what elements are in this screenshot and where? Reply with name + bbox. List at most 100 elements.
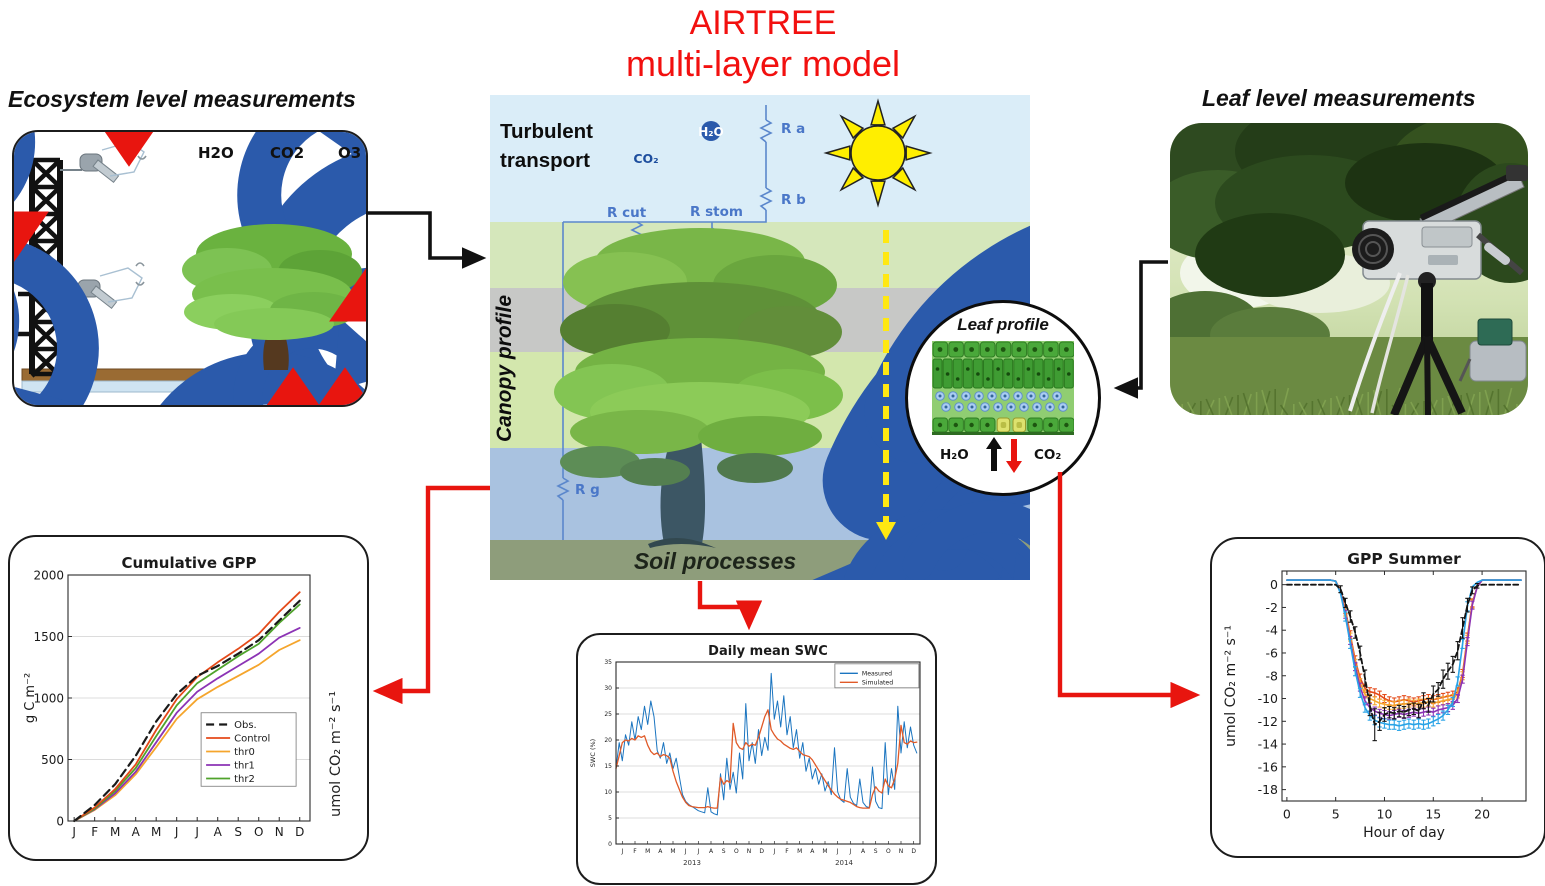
leaf-gas-arrows	[986, 437, 1022, 473]
svg-text:-2: -2	[1266, 600, 1278, 615]
co2-down-arrow-icon	[1006, 439, 1022, 473]
sun-ray-icon	[870, 180, 886, 208]
cumulative-gpp-right-label: umol CO₂ m⁻² s⁻¹	[328, 690, 344, 817]
leaf-measurement-photo	[1170, 123, 1528, 415]
svg-text:M: M	[797, 848, 802, 855]
svg-text:A: A	[709, 848, 714, 855]
svg-text:-6: -6	[1266, 645, 1279, 660]
svg-text:20: 20	[604, 737, 612, 744]
svg-text:umol CO₂ m⁻² s⁻¹: umol CO₂ m⁻² s⁻¹	[1223, 625, 1239, 747]
svg-text:S: S	[874, 848, 878, 855]
svg-text:Daily mean SWC: Daily mean SWC	[708, 644, 828, 659]
svg-text:J: J	[684, 848, 687, 855]
svg-text:thr1: thr1	[234, 761, 255, 772]
resistor-rg-icon	[556, 477, 570, 501]
svg-text:-16: -16	[1258, 759, 1278, 774]
field-equipment	[1458, 318, 1527, 382]
svg-text:15: 15	[604, 763, 612, 770]
svg-text:0: 0	[608, 841, 612, 848]
svg-text:-8: -8	[1266, 668, 1279, 683]
co2-cycle-icon: CO₂	[633, 151, 1030, 580]
svg-text:thr2: thr2	[234, 774, 255, 785]
resistor-rb-icon	[759, 187, 773, 211]
leaf-cross-section	[932, 341, 1074, 435]
model-tree	[554, 228, 843, 548]
resistor-rstom-label: R stom	[690, 204, 743, 220]
svg-text:S: S	[234, 825, 242, 839]
svg-text:20: 20	[1474, 807, 1490, 822]
svg-text:J: J	[71, 825, 76, 839]
svg-text:A: A	[810, 848, 815, 855]
svg-text:0: 0	[1283, 807, 1291, 822]
arrow-model-to-gpp-chart	[372, 485, 490, 705]
svg-text:J: J	[620, 848, 623, 855]
arrow-ecosystem-to-model	[366, 211, 487, 269]
svg-text:Cumulative GPP: Cumulative GPP	[121, 554, 256, 572]
resistor-ra-icon	[759, 119, 773, 143]
gas-label-h2o: H2O	[198, 144, 234, 162]
light-penetration-arrow	[876, 230, 896, 540]
resistor-rg-label: R g	[575, 482, 600, 498]
turbulent-transport-label: Turbulent transport	[500, 120, 593, 172]
svg-text:g C m⁻²: g C m⁻²	[23, 673, 38, 723]
leaf-level-heading: Leaf level measurements	[1202, 85, 1476, 111]
svg-text:M: M	[822, 848, 827, 855]
svg-text:F: F	[633, 848, 637, 855]
svg-text:-12: -12	[1258, 714, 1278, 729]
svg-text:M: M	[645, 848, 650, 855]
h2o-cycle-icon: H₂O	[698, 121, 1030, 580]
band-atmosphere	[490, 95, 1030, 222]
svg-text:2014: 2014	[835, 859, 853, 867]
svg-text:D: D	[911, 848, 916, 855]
svg-text:2013: 2013	[683, 859, 701, 867]
leaf-co2-label: CO₂	[1034, 447, 1062, 463]
svg-text:-18: -18	[1258, 782, 1278, 797]
down-arrow-icon	[47, 132, 211, 167]
svg-text:-14: -14	[1258, 737, 1278, 752]
leaf-profile-heading: Leaf profile	[957, 315, 1049, 334]
svg-text:GPP Summer: GPP Summer	[1347, 550, 1461, 568]
svg-text:thr0: thr0	[234, 747, 255, 758]
ecosystem-tree	[182, 224, 362, 370]
sun-ray-icon	[905, 145, 933, 161]
svg-text:J: J	[848, 848, 851, 855]
sun-ray-icon	[839, 166, 865, 192]
h2o-cycle-label: H₂O	[698, 125, 724, 139]
svg-text:F: F	[91, 825, 98, 839]
photo-illustration	[1170, 123, 1528, 415]
svg-text:Hour of day: Hour of day	[1363, 825, 1445, 841]
svg-text:10: 10	[604, 789, 612, 796]
sun-icon	[823, 98, 933, 208]
svg-text:30: 30	[604, 685, 612, 692]
arrow-photo-to-leafprofile	[1113, 260, 1168, 399]
svg-text:O: O	[734, 848, 739, 855]
svg-text:O: O	[254, 825, 263, 839]
svg-text:N: N	[899, 848, 904, 855]
svg-text:10: 10	[1377, 807, 1393, 822]
tripod	[1390, 272, 1466, 415]
svg-text:25: 25	[604, 711, 612, 718]
resistor-ra-label: R a	[781, 121, 805, 137]
leaf-profile-inset: Leaf profile H₂O CO₂	[905, 300, 1101, 496]
canopy-profile-label: Canopy profile	[493, 294, 516, 442]
h2o-up-arrow-icon	[986, 437, 1002, 471]
svg-text:F: F	[785, 848, 789, 855]
gas-exchange-instrument	[1352, 220, 1524, 280]
svg-text:0: 0	[56, 814, 64, 828]
resistor-rb-label: R b	[781, 192, 806, 208]
svg-text:Measured: Measured	[862, 671, 892, 678]
svg-text:M: M	[670, 848, 675, 855]
svg-text:A: A	[214, 825, 223, 839]
ecosystem-panel: H2O CO2 O3	[12, 130, 368, 407]
svg-text:5: 5	[1332, 807, 1340, 822]
arrow-soil-to-swc-chart	[697, 581, 763, 631]
svg-text:D: D	[759, 848, 764, 855]
svg-text:35: 35	[604, 659, 612, 666]
svg-text:A: A	[132, 825, 141, 839]
svg-text:5: 5	[608, 815, 612, 822]
svg-text:M: M	[110, 825, 120, 839]
